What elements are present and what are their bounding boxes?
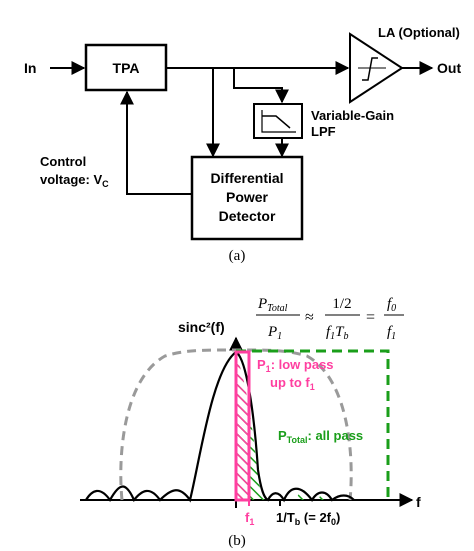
- sinc-squared-curve: [85, 350, 355, 503]
- formula-num3: f0: [387, 296, 396, 314]
- formula-den2: f1Tb: [326, 324, 349, 342]
- tb-tick-label: 1/Tb (= 2f0): [276, 510, 340, 527]
- la-label: LA (Optional): [378, 25, 460, 40]
- detector-label-line3: Detector: [219, 208, 276, 224]
- caption-a: (a): [229, 248, 246, 264]
- block-diagram: In TPA LA (Optional) Out Variable-Gain L…: [24, 25, 461, 264]
- lpf-block: [253, 103, 303, 139]
- sinc-plot: PTotal P1 ≈ 1/2 f1Tb = f0 f1 sinc²(f) f: [80, 296, 421, 549]
- p1-hatch-area: [236, 355, 249, 500]
- x-axis-label: f: [416, 494, 421, 510]
- lpf-label-line2: LPF: [311, 124, 336, 139]
- p1-annotation-line2: up to f1: [270, 375, 315, 392]
- detector-block: [190, 155, 304, 241]
- formula-equals: =: [366, 309, 375, 326]
- lpf-input-arrow: [233, 68, 289, 104]
- out-label: Out: [437, 60, 461, 76]
- in-label: In: [24, 60, 36, 76]
- formula-den1: P1: [267, 324, 282, 342]
- caption-b: (b): [228, 533, 246, 549]
- control-label-line2: voltage: VC: [40, 172, 109, 189]
- detector-label-line1: Differential: [210, 170, 283, 186]
- formula-num1: PTotal: [257, 296, 288, 314]
- detector-label-line2: Power: [226, 189, 269, 205]
- ptotal-annotation: PTotal: all pass: [278, 428, 363, 445]
- formula-approx: ≈: [305, 309, 314, 326]
- control-feedback-arrow: [120, 90, 192, 195]
- lpf-label-line1: Variable-Gain: [311, 108, 394, 123]
- ratio-formula: PTotal P1 ≈ 1/2 f1Tb = f0 f1: [256, 296, 404, 342]
- p1-annotation-line1: P1: low pass: [257, 357, 334, 374]
- formula-num2: 1/2: [332, 296, 351, 312]
- formula-den3: f1: [387, 324, 396, 342]
- ptotal-sidelobe-hatch-2: [318, 494, 330, 500]
- control-label-line1: Control: [40, 154, 86, 169]
- tpa-label: TPA: [113, 60, 140, 76]
- y-axis-label: sinc²(f): [178, 319, 225, 335]
- limiter-symbol-icon: [362, 57, 378, 81]
- f1-tick-label: f1: [245, 510, 254, 527]
- lpf-axes-icon: [261, 110, 296, 133]
- all-pass-filter-outline: [236, 349, 390, 500]
- lpf-response-icon: [262, 115, 291, 129]
- ptotal-sidelobe-hatch-1: [296, 490, 312, 500]
- low-pass-filter-outline: [234, 350, 251, 502]
